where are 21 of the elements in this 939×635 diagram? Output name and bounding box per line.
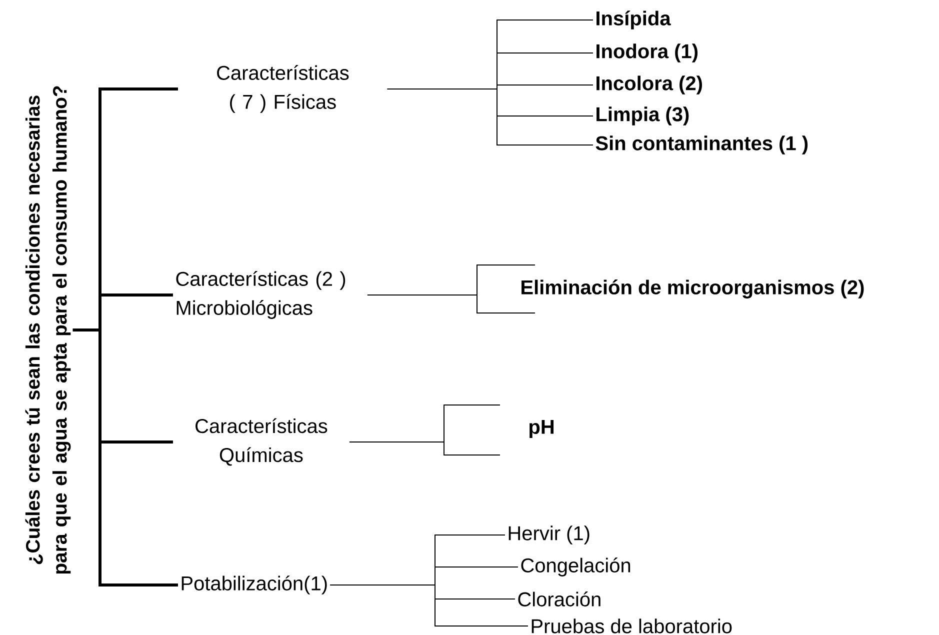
question-text: ¿Cuáles crees tú sean las condiciones necesarias para que el agua se apta para el consumo humano? bbox=[25, 86, 71, 574]
category-label: Características (2 ) Microbiológicas bbox=[176, 271, 346, 319]
item-label: Pruebas de laboratorio bbox=[532, 618, 732, 634]
item-label: pH bbox=[530, 420, 554, 438]
category-label: Potabilización(1) bbox=[182, 576, 327, 594]
item-label: Sin contaminantes (1 ) bbox=[596, 136, 808, 154]
item-label: Congelación bbox=[521, 558, 630, 576]
item-label: Hervir (1) bbox=[508, 526, 590, 544]
category-label: Características Químicas bbox=[196, 418, 328, 466]
connector-line bbox=[386, 88, 594, 146]
item-label: Limpia (3) bbox=[596, 106, 689, 126]
item-label: Eliminación de microorganismos (2) bbox=[522, 280, 864, 298]
bracket-connector bbox=[366, 264, 536, 314]
item-label: Cloración bbox=[518, 592, 600, 606]
connector-line bbox=[330, 584, 528, 626]
bracket-connector bbox=[348, 404, 500, 456]
connector-line bbox=[72, 328, 178, 586]
item-label: Incolora (2) bbox=[596, 76, 702, 94]
category-label: Características ( 7 ) Físicas bbox=[217, 65, 349, 113]
item-label: Insípida bbox=[596, 10, 671, 30]
item-label: Inodora (1) bbox=[596, 44, 698, 62]
